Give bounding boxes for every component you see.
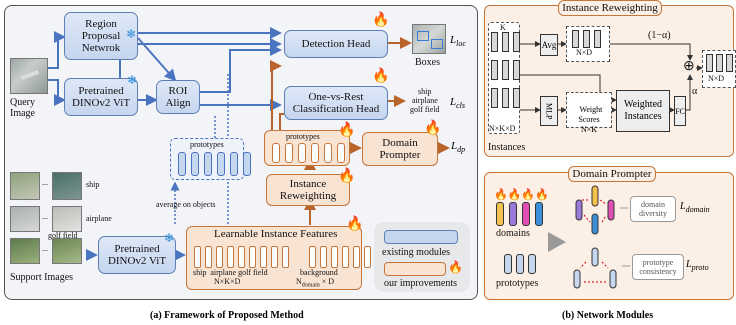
legend-existing-swatch bbox=[384, 230, 458, 244]
learnable-classes: ship airplane golf field bbox=[193, 268, 268, 277]
class-output-golf-field: golf field bbox=[410, 105, 440, 114]
dino-support-encoder: Pretrained DINOv2 ViT bbox=[98, 236, 176, 274]
query-image-label: Query Image bbox=[10, 97, 35, 119]
legend-flame-icon: 🔥 bbox=[448, 260, 463, 274]
mlp-block: MLP bbox=[540, 96, 558, 126]
support-image-ship-2 bbox=[52, 172, 82, 200]
trainable-flame-icon: 🔥 bbox=[346, 217, 364, 232]
plus-operator: ⊕ bbox=[683, 59, 695, 74]
dino-query-encoder: Pretrained DINOv2 ViT bbox=[64, 78, 138, 116]
support-class-ship: ship bbox=[86, 180, 100, 189]
instances-dims: N×K×D bbox=[489, 124, 516, 133]
instance-vectors bbox=[491, 32, 520, 108]
domain-prompter: Domain Prompter bbox=[362, 132, 438, 166]
dp-prototypes-label: prototypes bbox=[496, 278, 539, 289]
frozen-icon: ❄ bbox=[126, 27, 137, 41]
domain-diversity-box: domain diversity bbox=[630, 196, 676, 222]
one-minus-alpha: (1−α) bbox=[648, 30, 671, 41]
frozen-icon: ❄ bbox=[127, 73, 138, 87]
loss-dp: Ldp bbox=[451, 140, 466, 155]
ir-output-dims: N×D bbox=[708, 74, 725, 83]
avg-output-vectors bbox=[572, 30, 601, 48]
background-label: background bbox=[300, 268, 338, 277]
ir-output-vectors bbox=[706, 54, 733, 72]
learnable-vectors bbox=[194, 246, 371, 268]
arrow-right-icon bbox=[548, 232, 566, 252]
domain-vectors bbox=[496, 202, 543, 226]
instance-reweighting: Instance Reweighting bbox=[266, 174, 350, 206]
detection-head: Detection Head bbox=[284, 30, 388, 58]
avg-block: Avg bbox=[540, 34, 558, 56]
instances-label: Instances bbox=[488, 142, 526, 153]
boxes-output-image bbox=[412, 24, 446, 54]
avg-output-dims: N×D bbox=[576, 48, 593, 57]
trainable-flame-icon: 🔥 bbox=[372, 69, 390, 84]
support-class-golf-field: golf field bbox=[48, 231, 78, 240]
modules-caption: (b) Network Modules bbox=[562, 310, 654, 321]
k-label: K bbox=[500, 23, 506, 32]
dino-query-label: Pretrained DINOv2 ViT bbox=[71, 85, 131, 109]
dp-prototype-vectors bbox=[504, 254, 536, 274]
loss-proto: Lproto bbox=[686, 259, 709, 272]
query-image bbox=[10, 58, 48, 94]
prototype-consistency-box: prototype consistency bbox=[632, 254, 684, 280]
support-image-airplane-1 bbox=[10, 206, 40, 232]
learnable-title: Learnable Instance Features bbox=[214, 228, 338, 240]
legend-improve-swatch bbox=[384, 262, 446, 276]
frozen-icon: ❄ bbox=[164, 231, 175, 245]
domain-prompter-label: Domain Prompter bbox=[379, 137, 421, 161]
fc-block: FC bbox=[674, 96, 686, 126]
weight-scores: Weight Scores N×K bbox=[566, 92, 612, 134]
roi-align-label: ROI Align bbox=[165, 85, 191, 109]
domain-flames: 🔥🔥🔥🔥 bbox=[494, 189, 549, 201]
support-image-airplane-2 bbox=[52, 206, 82, 232]
prototype-vectors bbox=[178, 152, 251, 176]
loss-cls: Lcls bbox=[450, 96, 466, 111]
legend-existing-label: existing modules bbox=[382, 247, 451, 258]
detection-head-label: Detection Head bbox=[301, 38, 371, 50]
trainable-flame-icon: 🔥 bbox=[372, 13, 390, 28]
trainable-flame-icon: 🔥 bbox=[338, 169, 356, 184]
dp-title: Domain Prompter bbox=[568, 166, 656, 182]
support-ellipsis: ... bbox=[42, 212, 48, 221]
support-class-airplane: airplane bbox=[86, 214, 112, 223]
rpn-label: Region Proposal Netwrok bbox=[81, 18, 121, 54]
ir-title: Instance Reweighting bbox=[558, 0, 662, 16]
instance-reweighting-label: Instance Reweighting bbox=[279, 178, 337, 202]
trainable-flame-icon: 🔥 bbox=[424, 121, 442, 136]
support-images-label: Support Images bbox=[10, 272, 74, 283]
classification-head: One-vs-Rest Classification Head bbox=[284, 86, 388, 120]
boxes-label: Boxes bbox=[415, 57, 440, 68]
framework-caption: (a) Framework of Proposed Method bbox=[150, 310, 304, 321]
weighted-instances: Weighted Instances bbox=[616, 90, 670, 132]
average-on-objects-label: average on objects bbox=[156, 200, 216, 209]
support-image-golf-1 bbox=[10, 238, 40, 264]
loss-loc: Lloc bbox=[450, 34, 466, 49]
class-output-ship: ship bbox=[418, 87, 432, 96]
region-proposal-network: Region Proposal Netwrok bbox=[64, 12, 138, 60]
roi-align: ROI Align bbox=[156, 80, 200, 114]
dino-support-label: Pretrained DINOv2 ViT bbox=[107, 243, 167, 267]
domain-prompter-panel bbox=[484, 172, 734, 300]
trainable-flame-icon: 🔥 bbox=[338, 123, 356, 138]
prototypes-dotted-label: prototypes bbox=[190, 140, 224, 149]
domains-label: domains bbox=[496, 228, 530, 239]
class-output-airplane: airplane bbox=[412, 96, 438, 105]
support-ellipsis: ... bbox=[42, 178, 48, 187]
support-image-ship-1 bbox=[10, 172, 40, 200]
prototypes-trainable-label: prototypes bbox=[286, 132, 320, 141]
prototype-vectors-trainable bbox=[272, 143, 345, 163]
classification-head-label: One-vs-Rest Classification Head bbox=[292, 91, 380, 115]
loss-domain: Ldomain bbox=[680, 201, 710, 214]
legend-improve-label: our improvements bbox=[384, 278, 458, 289]
background-dims: Ndomain × D bbox=[296, 277, 335, 289]
learnable-dims: N×K×D bbox=[214, 277, 241, 286]
alpha-label: α bbox=[692, 86, 698, 97]
support-ellipsis: ... bbox=[42, 244, 48, 253]
support-image-golf-2 bbox=[52, 238, 82, 264]
